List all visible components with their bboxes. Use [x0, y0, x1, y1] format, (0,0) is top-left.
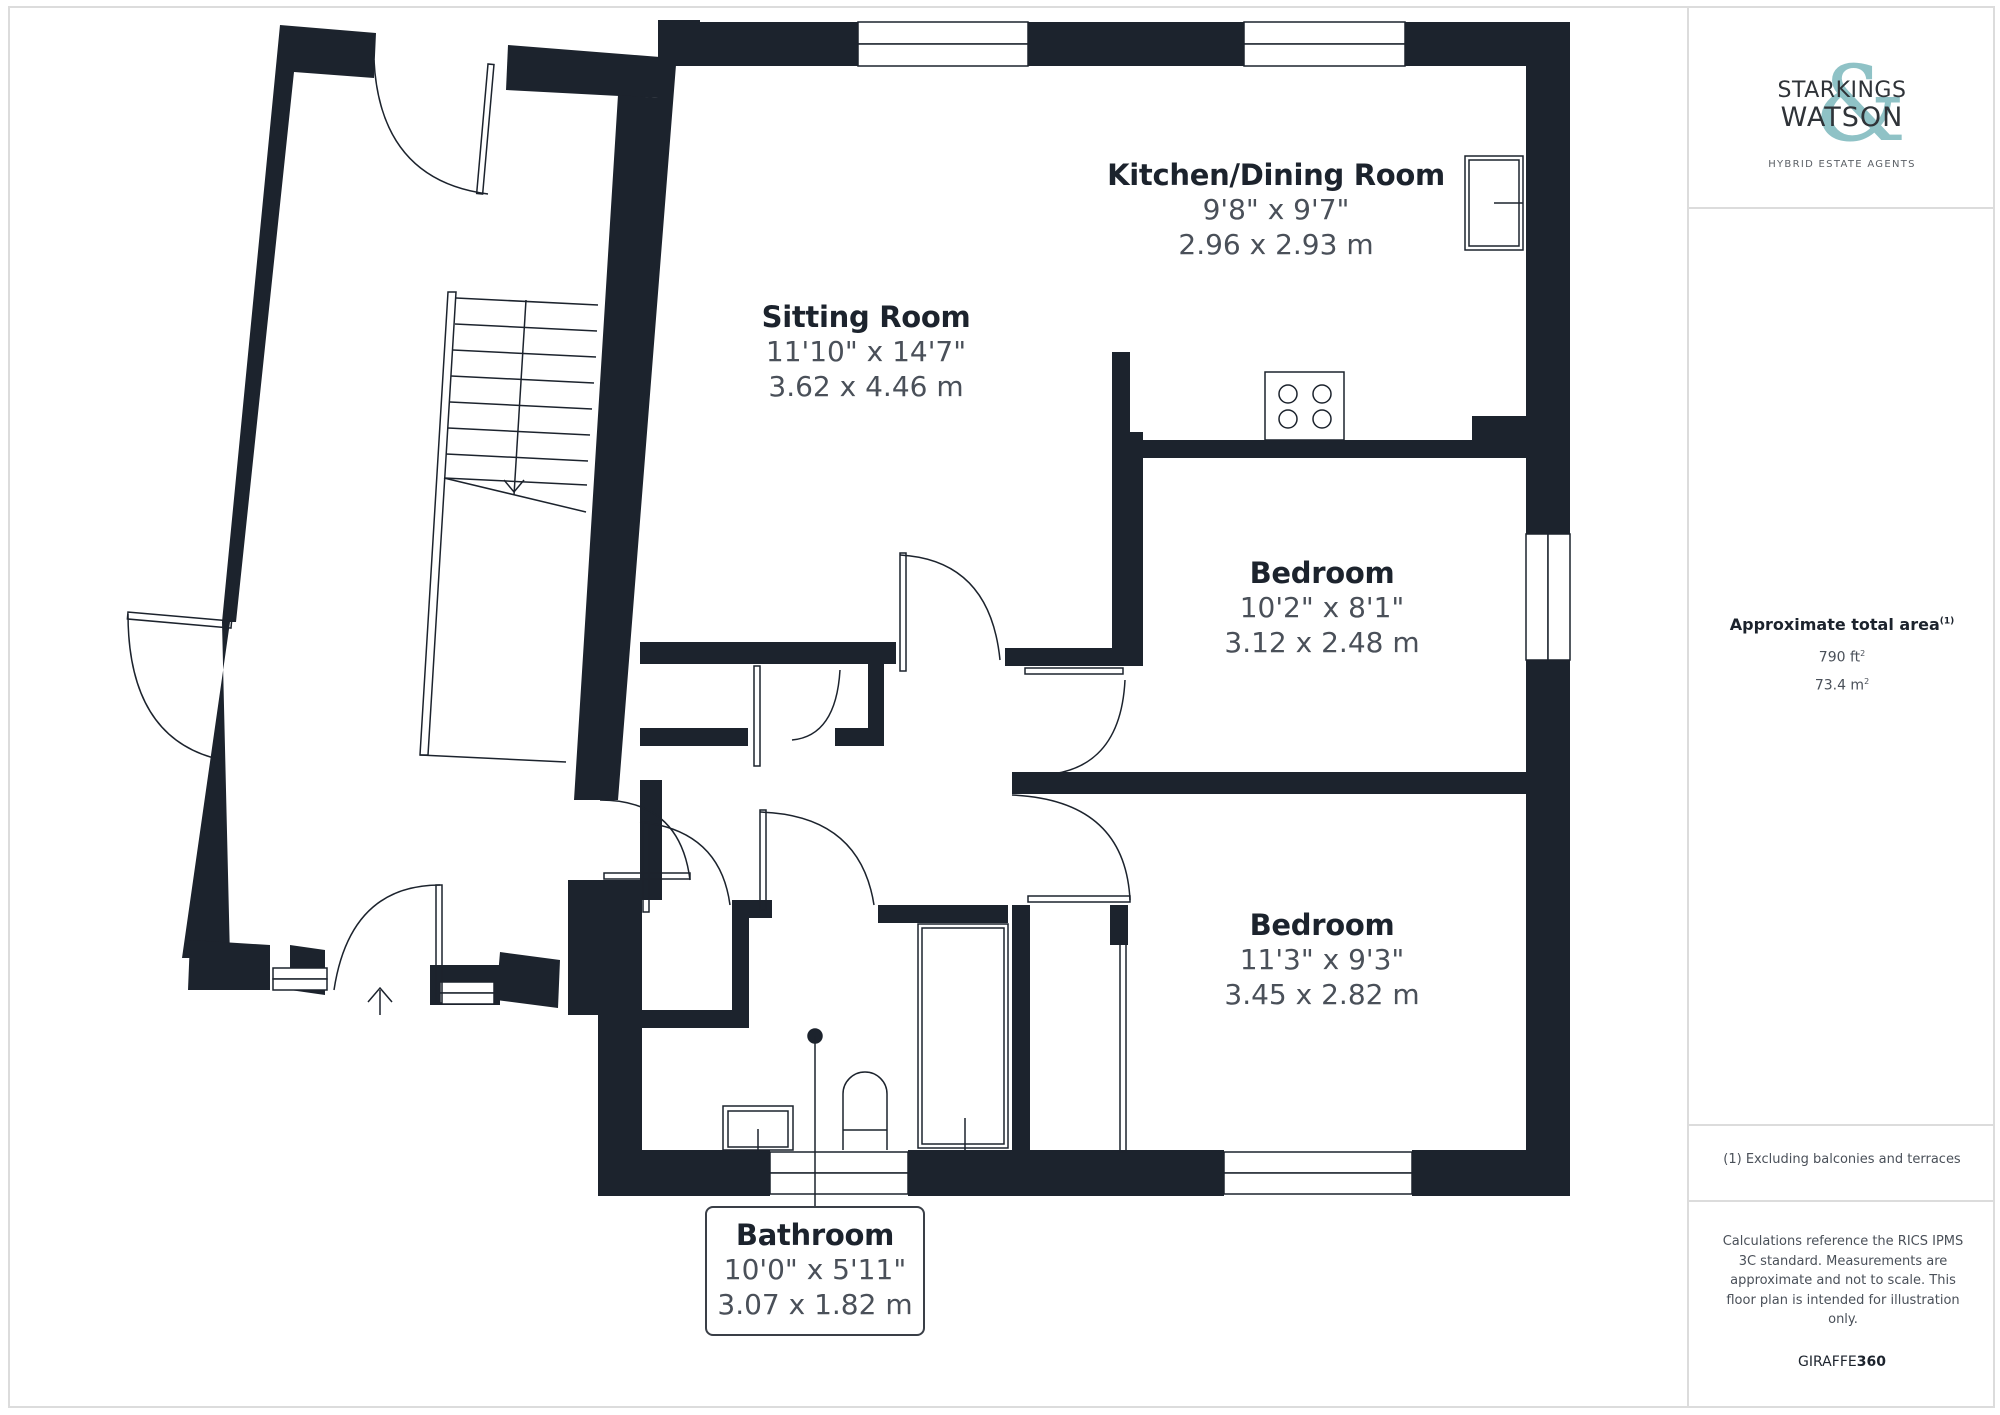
sink-icon	[722, 1105, 794, 1151]
bath-icon	[917, 923, 1009, 1150]
area-imperial-value: 790 ft	[1818, 649, 1861, 666]
footnote-panel: (1) Excluding balconies and terraces	[1689, 1122, 1995, 1202]
hob-icon	[1264, 371, 1345, 441]
room-dim-imperial: 10'0" x 5'11"	[723, 1253, 907, 1287]
room-dim-imperial: 9'8" x 9'7"	[1202, 193, 1350, 227]
floor-plan: Kitchen/Dining Room 9'8" x 9'7" 2.96 x 2…	[126, 20, 1571, 1336]
provider-prefix: GIRAFFE	[1798, 1354, 1857, 1370]
area-metric: 73.4 m2	[1689, 677, 1995, 694]
stairs-icon	[419, 291, 599, 763]
area-title-text: Approximate total area	[1729, 615, 1940, 634]
entrance-arrow-icon	[367, 986, 393, 1015]
floor-plan-drawing	[126, 20, 1571, 1206]
area-title: Approximate total area(1)	[1689, 615, 1995, 634]
room-label-bathroom: Bathroom 10'0" x 5'11" 3.07 x 1.82 m	[705, 1206, 925, 1336]
room-label-sitting-room: Sitting Room 11'10" x 14'7" 3.62 x 4.46 …	[762, 300, 971, 404]
windows	[272, 21, 1571, 1195]
disclaimer-panel: Calculations reference the RICS IPMS 3C …	[1689, 1202, 1995, 1408]
room-dim-imperial: 10'2" x 8'1"	[1239, 591, 1405, 625]
room-name: Bathroom	[735, 1218, 895, 1252]
area-imperial-unit-sup: 2	[1860, 649, 1866, 658]
room-name: Kitchen/Dining Room	[1107, 158, 1445, 192]
logo-tagline: HYBRID ESTATE AGENTS	[1768, 159, 1916, 170]
wardrobe-icon	[1119, 941, 1127, 1153]
room-dim-metric: 3.07 x 1.82 m	[717, 1287, 913, 1321]
room-dim-imperial: 11'10" x 14'7"	[765, 335, 967, 369]
room-dim-metric: 3.45 x 2.82 m	[1224, 977, 1420, 1011]
room-name: Sitting Room	[761, 300, 971, 334]
room-dim-metric: 2.96 x 2.93 m	[1178, 227, 1374, 261]
logo-panel: & STARKINGS WATSON HYBRID ESTATE AGENTS	[1689, 6, 1995, 209]
logo-ampersand: &	[1814, 43, 1907, 165]
agency-logo: & STARKINGS WATSON HYBRID ESTATE AGENTS	[1752, 52, 1932, 178]
logo-name-line2: WATSON	[1780, 102, 1904, 133]
room-dim-metric: 3.12 x 2.48 m	[1224, 625, 1420, 659]
area-metric-unit-sup: 2	[1864, 677, 1870, 686]
room-dim-metric: 3.62 x 4.46 m	[768, 369, 964, 403]
fixtures	[722, 155, 1524, 1206]
room-name: Bedroom	[1249, 556, 1395, 590]
toilet-icon	[842, 1071, 888, 1150]
provider-brand: GIRAFFE360	[1689, 1354, 1995, 1370]
footnote-text: (1) Excluding balconies and terraces	[1723, 1152, 1961, 1167]
provider-suffix: 360	[1856, 1354, 1886, 1370]
logo-name-line1: STARKINGS	[1777, 78, 1907, 103]
room-dim-imperial: 11'3" x 9'3"	[1239, 943, 1405, 977]
room-label-kitchen: Kitchen/Dining Room 9'8" x 9'7" 2.96 x 2…	[1107, 158, 1445, 262]
room-name: Bedroom	[1249, 908, 1395, 942]
area-panel: Approximate total area(1) 790 ft2 73.4 m…	[1689, 209, 1995, 1126]
footnote-marker: (1)	[1939, 616, 1955, 627]
disclaimer-text: Calculations reference the RICS IPMS 3C …	[1722, 1234, 1964, 1327]
fridge-icon	[1464, 155, 1524, 251]
doors	[126, 59, 1131, 1004]
room-label-bedroom-2: Bedroom 11'3" x 9'3" 3.45 x 2.82 m	[1224, 908, 1419, 1012]
room-label-bedroom-1: Bedroom 10'2" x 8'1" 3.12 x 2.48 m	[1224, 556, 1419, 660]
info-sidebar: & STARKINGS WATSON HYBRID ESTATE AGENTS …	[1687, 6, 1995, 1408]
page-frame	[8, 6, 1995, 1408]
area-imperial: 790 ft2	[1689, 649, 1995, 666]
area-metric-value: 73.4 m	[1814, 677, 1865, 694]
